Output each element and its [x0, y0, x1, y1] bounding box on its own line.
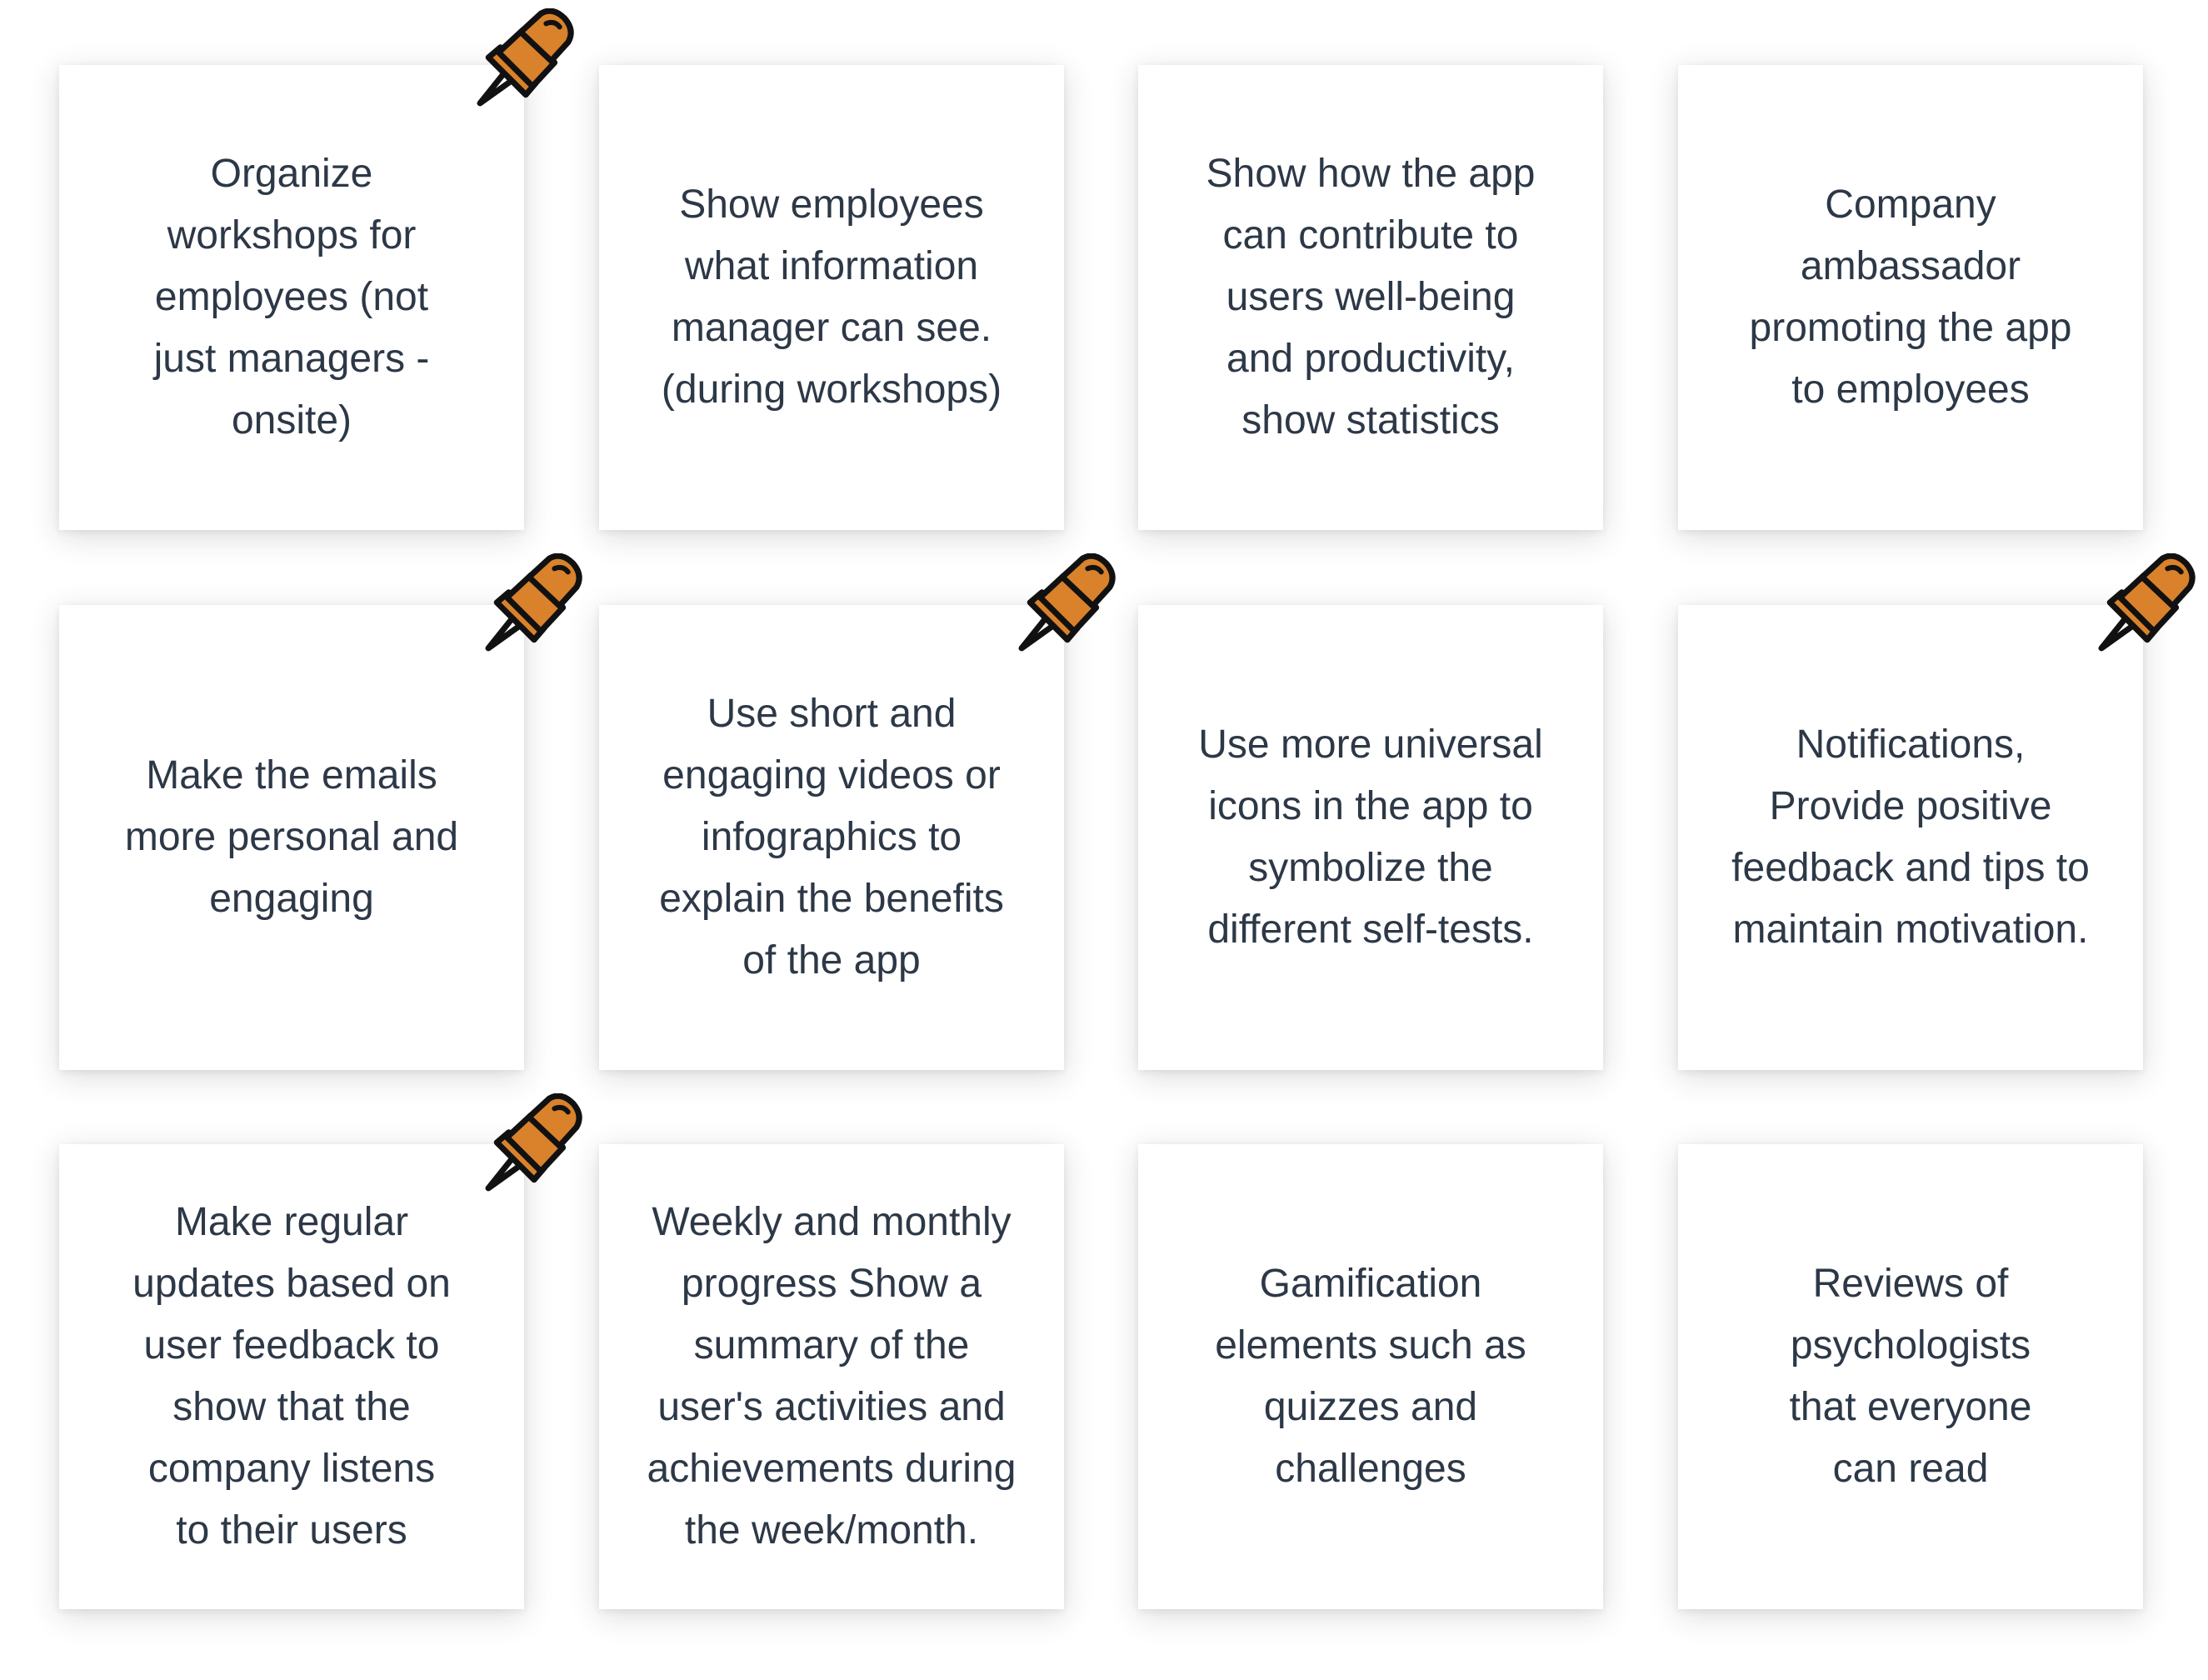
- note-text: Make regular updates based on user feedb…: [132, 1200, 451, 1552]
- sticky-note[interactable]: Organize workshops for employees (not ju…: [59, 65, 524, 530]
- note-text: Weekly and monthly progress Show a summa…: [647, 1200, 1017, 1552]
- sticky-note[interactable]: Reviews of psychologists that everyone c…: [1678, 1144, 2143, 1609]
- note-text: Show how the app can contribute to users…: [1206, 152, 1536, 442]
- pushpin-icon: [2095, 553, 2196, 655]
- note-text: Make the emails more personal and engagi…: [124, 753, 459, 921]
- pushpin-icon: [473, 8, 575, 110]
- note-text: Organize workshops for employees (not ju…: [153, 152, 430, 442]
- note-text: Use more universal icons in the app to s…: [1198, 722, 1543, 952]
- sticky-note[interactable]: Show how the app can contribute to users…: [1138, 65, 1603, 530]
- note-text: Gamification elements such as quizzes an…: [1215, 1262, 1526, 1491]
- sticky-note[interactable]: Make regular updates based on user feedb…: [59, 1144, 524, 1609]
- note-text: Reviews of psychologists that everyone c…: [1789, 1262, 2032, 1491]
- sticky-note[interactable]: Show employees what information manager …: [599, 65, 1064, 530]
- note-text: Use short and engaging videos or infogra…: [659, 692, 1004, 982]
- sticky-note[interactable]: Company ambassador promoting the app to …: [1678, 65, 2143, 530]
- sticky-note[interactable]: Notifications, Provide positive feedback…: [1678, 605, 2143, 1070]
- note-text: Show employees what information manager …: [661, 182, 1002, 412]
- note-text: Notifications, Provide positive feedback…: [1731, 722, 2090, 952]
- note-text: Company ambassador promoting the app to …: [1749, 182, 2072, 412]
- sticky-note[interactable]: Make the emails more personal and engagi…: [59, 605, 524, 1070]
- sticky-note[interactable]: Use short and engaging videos or infogra…: [599, 605, 1064, 1070]
- pushpin-icon: [482, 553, 583, 655]
- sticky-note[interactable]: Weekly and monthly progress Show a summa…: [599, 1144, 1064, 1609]
- pushpin-icon: [482, 1093, 583, 1195]
- pushpin-icon: [1015, 553, 1116, 655]
- sticky-note[interactable]: Use more universal icons in the app to s…: [1138, 605, 1603, 1070]
- sticky-note[interactable]: Gamification elements such as quizzes an…: [1138, 1144, 1603, 1609]
